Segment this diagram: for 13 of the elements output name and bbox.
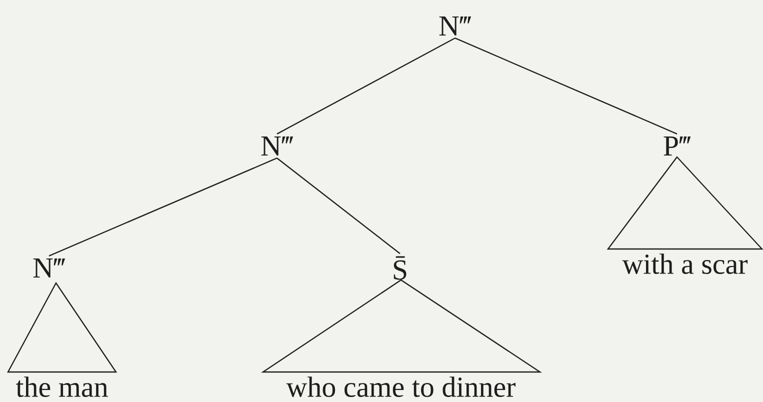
node-label: with a scar <box>622 254 748 274</box>
category-label: P‴ <box>664 136 691 156</box>
node-label: who came to dinner <box>286 376 516 397</box>
tree-branch <box>276 158 400 254</box>
tree-branch <box>454 38 678 134</box>
subtree-triangle: with a scar <box>606 156 763 274</box>
tree-branch <box>276 38 456 134</box>
category-label: S̄ <box>394 256 406 280</box>
node-label: the man <box>16 376 108 397</box>
category-label: N‴ <box>439 16 472 36</box>
category-label: N‴ <box>33 258 66 278</box>
category-label: N‴ <box>261 136 294 156</box>
tree-branch <box>48 158 278 256</box>
